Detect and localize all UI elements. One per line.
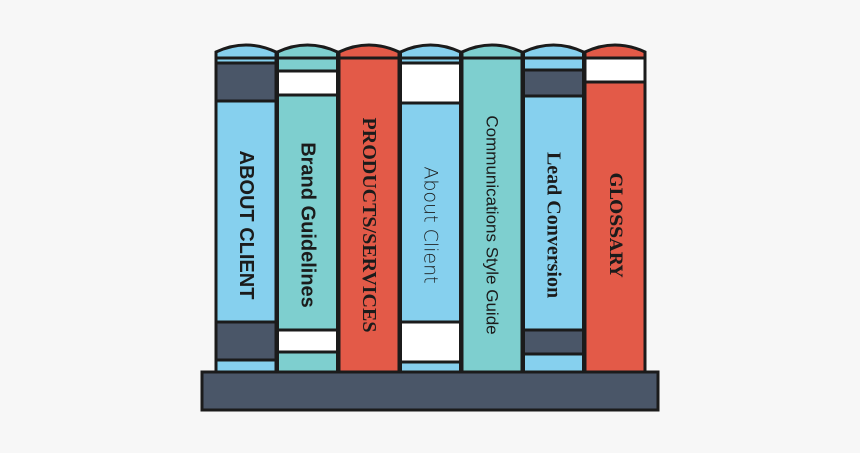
book-top-cap <box>460 43 524 60</box>
book-top-cap <box>399 43 462 60</box>
book-spine-label: Communications Style Guide <box>483 115 502 334</box>
book-spine <box>522 56 585 374</box>
book-top-cap <box>522 43 585 60</box>
book[interactable]: GLOSSARY <box>583 43 647 374</box>
spine-band <box>522 328 585 356</box>
book[interactable]: Lead Conversion <box>522 43 585 374</box>
book-spine <box>276 56 339 374</box>
spine-band <box>276 328 339 354</box>
book-spine-label: ABOUT CLIENT <box>235 151 257 300</box>
book-spine-label: Lead Conversion <box>543 152 565 298</box>
book[interactable]: Communications Style Guide <box>460 43 524 374</box>
book-spine <box>214 56 278 374</box>
book-top-cap <box>337 43 401 60</box>
spine-band <box>522 68 585 98</box>
spine-band <box>214 320 278 362</box>
shelf-board <box>200 370 660 412</box>
book[interactable]: PRODUCTS/SERVICES <box>337 43 401 374</box>
book-top-cap <box>214 43 278 60</box>
book-top-cap <box>583 43 647 60</box>
book-spine-label: GLOSSARY <box>605 173 625 278</box>
book[interactable]: Brand Guidelines <box>276 43 339 374</box>
spine-band <box>399 320 462 364</box>
books-group: ABOUT CLIENT Brand Guidelines PRODUCTS/SER… <box>214 43 647 374</box>
spine-band <box>276 69 339 97</box>
book[interactable]: ABOUT CLIENT <box>214 43 278 374</box>
spine-band <box>399 61 462 105</box>
book-top-cap <box>276 43 339 60</box>
book[interactable]: About Client <box>399 43 462 374</box>
spine-band <box>583 56 647 84</box>
spine-band <box>214 61 278 103</box>
book-spine-label: PRODUCTS/SERVICES <box>358 118 380 333</box>
book-spine-label: About Client <box>420 166 442 283</box>
book-spine-label: Brand Guidelines <box>297 142 319 308</box>
